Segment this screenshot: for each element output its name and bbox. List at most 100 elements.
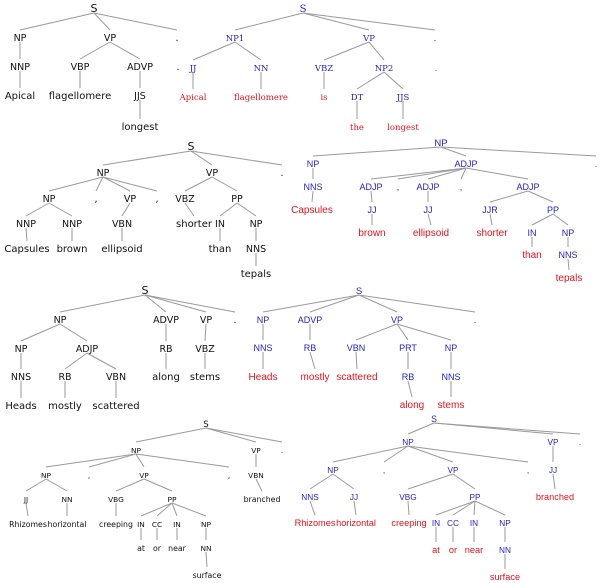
tree-word: Heads bbox=[249, 372, 278, 383]
tree-node-label: NP bbox=[434, 138, 447, 149]
tree-node-label: IN bbox=[470, 519, 478, 528]
tree-node-label: VBG bbox=[399, 493, 416, 502]
tree-edge bbox=[355, 323, 398, 341]
tree-edge bbox=[121, 202, 131, 217]
tree-node-label: S bbox=[91, 2, 98, 15]
tree-node-label: NP bbox=[402, 438, 414, 447]
tree-node-label: NP2 bbox=[375, 64, 394, 74]
tree-edge bbox=[86, 352, 117, 370]
tree-node-label: VP bbox=[139, 471, 149, 480]
tree-edge bbox=[370, 190, 373, 203]
tree-node-label: ADVP bbox=[298, 315, 323, 325]
tree-edge bbox=[140, 502, 173, 517]
tree-word: Capsules bbox=[291, 205, 333, 216]
tree-node-label: RB bbox=[402, 372, 415, 382]
tree-node-label: IN bbox=[432, 519, 440, 528]
tree-node-label: . bbox=[434, 34, 437, 44]
tree-node-label: , bbox=[460, 182, 463, 192]
tree-word: near bbox=[168, 544, 187, 553]
tree-node-label: NNS bbox=[11, 372, 31, 383]
tree-edge bbox=[302, 12, 436, 31]
tree-edge bbox=[407, 380, 413, 398]
tree-edge bbox=[332, 445, 409, 463]
tree-edge bbox=[59, 294, 146, 313]
tree-word: than bbox=[522, 250, 541, 261]
tree-edge bbox=[309, 294, 360, 313]
tree-node-label: S bbox=[188, 140, 195, 153]
tree-node-label: JJS bbox=[133, 91, 146, 102]
tree-node-label: PRT bbox=[399, 343, 417, 353]
tree-1-colored-edges bbox=[192, 12, 436, 119]
tree-node-label: JJ bbox=[350, 493, 358, 502]
tree-node-label: VP bbox=[251, 446, 261, 455]
tree-edge bbox=[135, 453, 230, 468]
tree-node-label: , bbox=[527, 466, 529, 475]
tree-node-label: NP1 bbox=[226, 34, 245, 44]
tree-node-label: , bbox=[94, 194, 97, 205]
tree-node-label: VBN bbox=[248, 471, 264, 480]
tree-word: Apical bbox=[179, 93, 207, 103]
tree-word: ellipsoid bbox=[101, 244, 142, 255]
tree-edge bbox=[19, 12, 95, 31]
tree-edge bbox=[531, 213, 554, 226]
tree-edge bbox=[383, 445, 409, 463]
tree-edge bbox=[184, 176, 213, 192]
tree-node-label: . bbox=[233, 315, 236, 326]
tree-edge bbox=[407, 473, 454, 490]
tree-edge bbox=[527, 190, 554, 203]
tree-edge bbox=[460, 167, 467, 180]
tree-node-label: VBN bbox=[106, 372, 126, 383]
tree-edge bbox=[440, 146, 597, 157]
tree-edge bbox=[356, 71, 385, 90]
tree-word: ellipsoid bbox=[413, 228, 449, 239]
tree-node-label: , bbox=[155, 194, 158, 205]
tree-edge bbox=[192, 41, 236, 61]
tree-2-plain-edges bbox=[25, 150, 283, 266]
tree-edges bbox=[19, 12, 597, 569]
tree-node-label: IN bbox=[215, 219, 225, 230]
tree-word: tepals bbox=[556, 273, 583, 284]
tree-edge bbox=[407, 500, 410, 516]
tree-edge bbox=[59, 323, 88, 342]
tree-edge bbox=[25, 202, 50, 217]
tree-edge bbox=[144, 294, 207, 313]
tree-edge bbox=[20, 323, 61, 342]
tree-node-label: NP bbox=[201, 520, 212, 529]
tree-edge bbox=[465, 167, 529, 180]
tree-node-label: NN bbox=[254, 64, 269, 74]
tree-node-label: NNS bbox=[253, 343, 272, 353]
tree-node-label: ADJP bbox=[76, 344, 99, 355]
tree-edge bbox=[474, 500, 506, 516]
tree-3-plain-edges bbox=[20, 294, 236, 398]
tree-word: shorter bbox=[476, 228, 508, 239]
tree-edge bbox=[552, 473, 556, 490]
tree-node-label: VBZ bbox=[195, 344, 215, 355]
tree-edge bbox=[190, 150, 213, 166]
tree-edge bbox=[552, 213, 569, 226]
tree-node-label: NP bbox=[14, 33, 27, 44]
tree-word: or bbox=[153, 544, 162, 553]
tree-edge bbox=[407, 422, 435, 435]
tree-word: Capsules bbox=[4, 244, 49, 255]
tree-edge bbox=[102, 176, 158, 192]
tree-edge bbox=[219, 202, 238, 217]
tree-edge bbox=[440, 146, 467, 157]
tree-edge bbox=[156, 502, 173, 517]
tree-node-label: . bbox=[281, 446, 283, 455]
tree-edge bbox=[332, 473, 355, 490]
tree-node-label: VP bbox=[547, 438, 559, 447]
tree-edge bbox=[25, 478, 47, 492]
tree-edge bbox=[262, 294, 360, 313]
tree-edge bbox=[368, 41, 385, 61]
tree-node-label: NP bbox=[54, 315, 67, 326]
tree-edge bbox=[184, 202, 195, 217]
tree-edge bbox=[311, 190, 314, 203]
tree-node-label: NP bbox=[15, 344, 28, 355]
tree-edge bbox=[102, 176, 131, 192]
tree-edge bbox=[135, 427, 207, 443]
tree-edge bbox=[93, 12, 111, 31]
tree-node-label: . bbox=[579, 438, 581, 447]
